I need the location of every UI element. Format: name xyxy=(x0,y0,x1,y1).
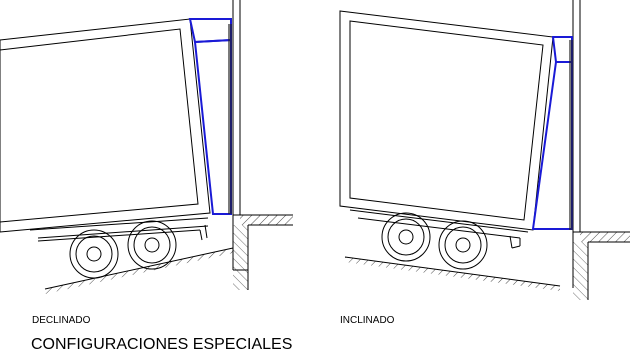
leveler-bumper-declinado xyxy=(228,24,232,214)
dock-hatch-wall-inclinado xyxy=(573,242,588,300)
trailer-body-declinado xyxy=(0,18,211,242)
leveler-bumper-inclinado xyxy=(569,40,573,230)
dock-hatch-top-declinado xyxy=(240,215,293,225)
wheels-inclinado xyxy=(381,212,488,270)
ground-ramp-declinado xyxy=(44,247,234,294)
wheel-rear xyxy=(438,220,488,270)
figure-title: CONFIGURACIONES ESPECIALES xyxy=(31,336,293,353)
diagram-declinado xyxy=(0,0,293,294)
dock-hatch-wall-declinado xyxy=(233,225,248,290)
ground-ramp-inclinado xyxy=(344,256,561,291)
wheel-front xyxy=(381,212,431,262)
dock-hatch-top-inclinado xyxy=(580,232,630,242)
label-inclinado: INCLINADO xyxy=(340,315,395,326)
diagram-inclinado xyxy=(339,0,630,300)
label-declinado: DECLINADO xyxy=(32,315,91,326)
trailer-body-inclinado xyxy=(339,10,554,249)
dock-leveler-inclinado xyxy=(531,36,573,230)
